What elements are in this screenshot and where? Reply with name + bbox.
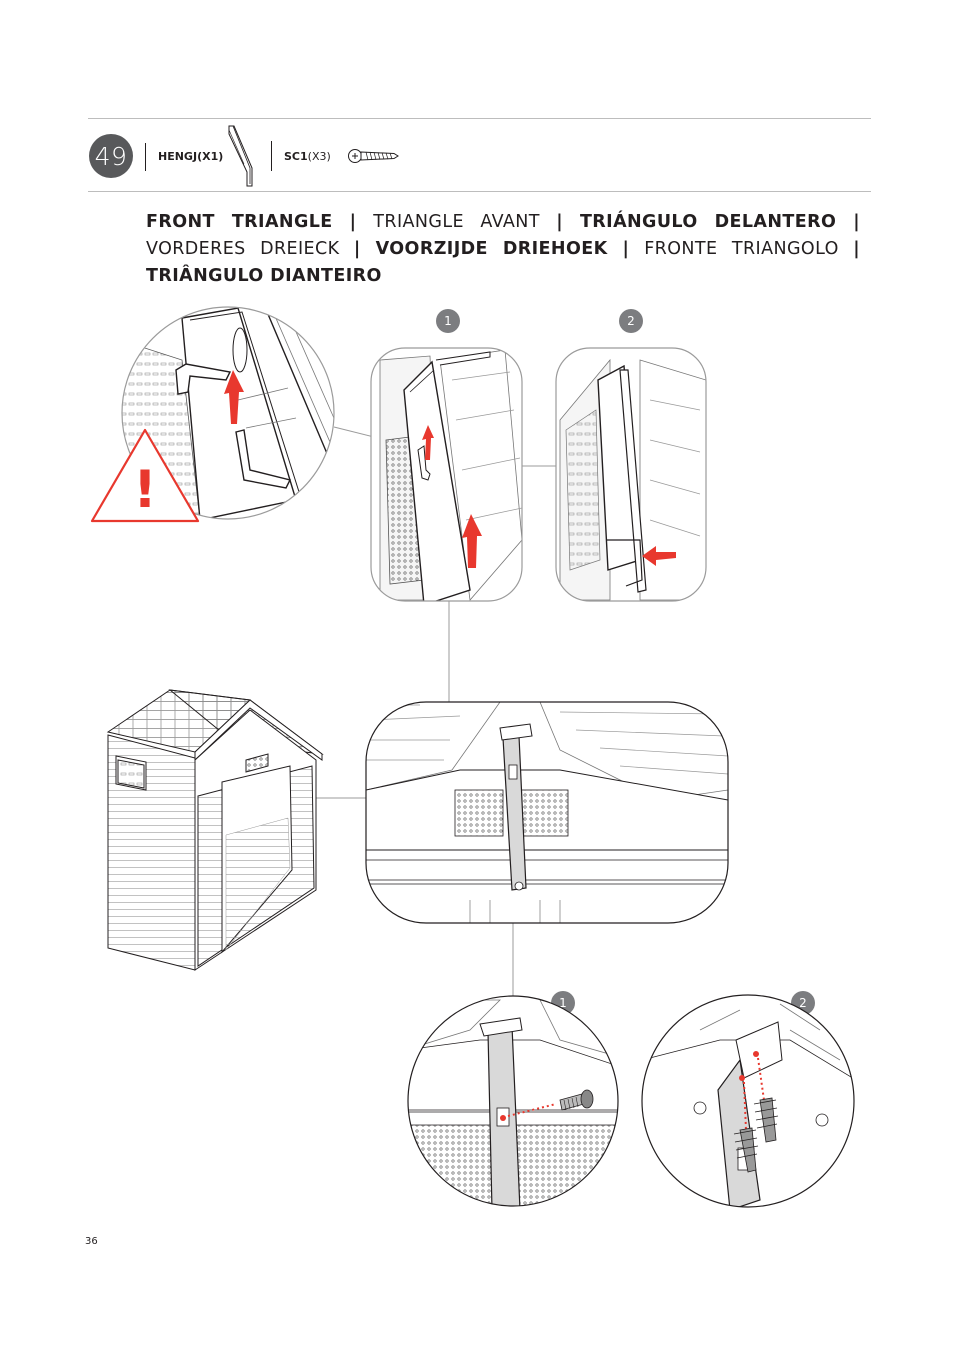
header-separator (145, 143, 146, 171)
title-segment: | (349, 212, 374, 232)
detail-circle-screw-1 (407, 995, 619, 1207)
hengj-part-icon (228, 125, 253, 187)
detail-panel-gable (365, 701, 729, 924)
title-segment: | TRIÂNGULO DIANTEIRO (146, 239, 860, 286)
title-segment: VORDERES DREIECK (146, 239, 354, 259)
part-label-hengj: HENGJ(X1) (158, 150, 224, 163)
header-separator (271, 141, 272, 171)
shed-overview-illustration (106, 689, 324, 971)
title-segment: FRONTE TRIANGOLO (644, 239, 854, 259)
step-number-badge: 49 (89, 134, 133, 178)
page-number: 36 (85, 1236, 98, 1247)
title-segment: | (853, 212, 860, 232)
title-segment: | TRIÁNGULO DELANTERO (556, 212, 854, 232)
part-label-sc1: SC1(X3) (284, 150, 331, 163)
detail-panel-1-top (370, 347, 523, 602)
warning-symbol: ! (133, 460, 157, 520)
detail-badge-2-top: 2 (619, 309, 643, 333)
title-segment: TRIANGLE AVANT (373, 212, 557, 232)
screw-part-icon (348, 149, 399, 163)
warning-icon (90, 428, 200, 523)
title-segment: FRONT TRIANGLE (146, 212, 350, 232)
detail-badge-1-top: 1 (436, 309, 460, 333)
detail-panel-2-top (555, 347, 707, 602)
header-top-rule (88, 118, 871, 119)
detail-circle-screw-2 (641, 994, 855, 1208)
header-bottom-rule (88, 191, 871, 192)
step-title: FRONT TRIANGLE | TRIANGLE AVANT | TRIÁNG… (146, 209, 860, 290)
title-segment: | VOORZIJDE DRIEHOEK | (353, 239, 645, 259)
